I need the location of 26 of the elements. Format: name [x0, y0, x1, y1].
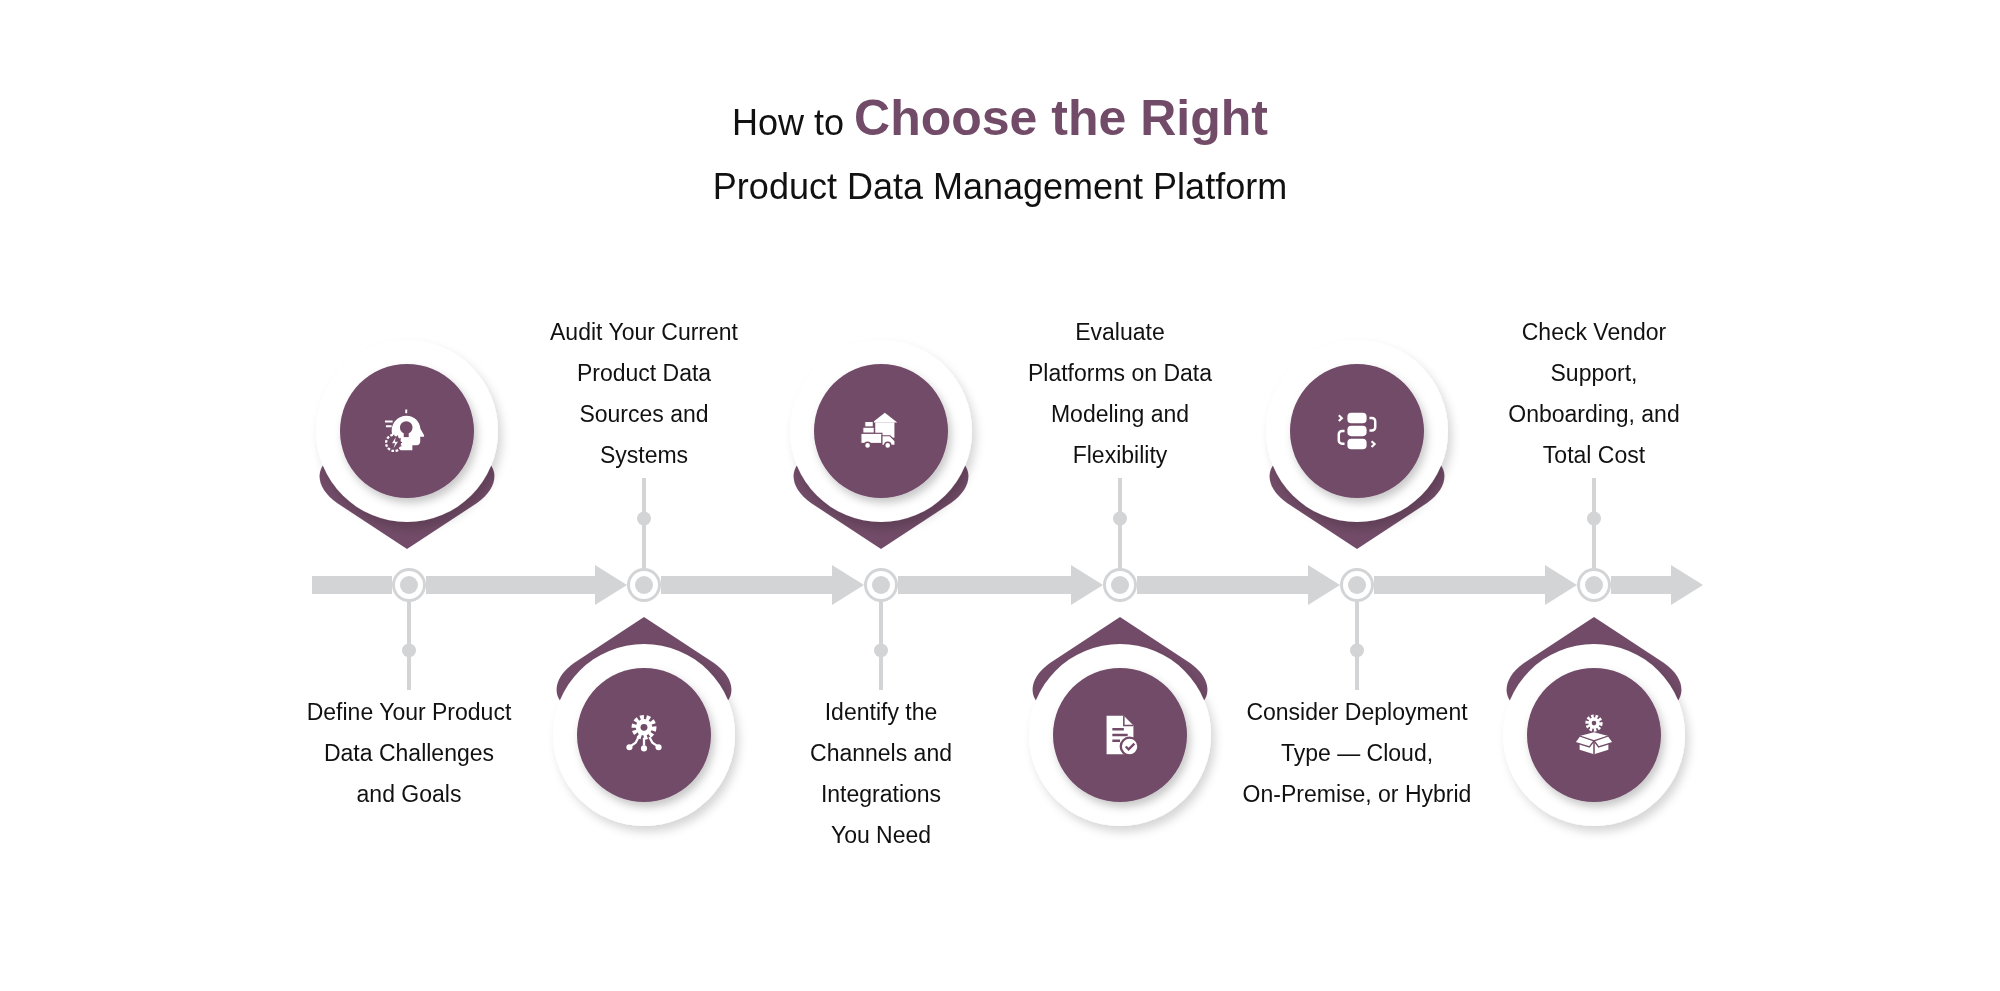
connector-line: [642, 478, 646, 568]
timeline-dot: [1340, 568, 1374, 602]
timeline-arrow: [1611, 565, 1703, 605]
timeline-arrow: [898, 565, 1103, 605]
title: How to Choose the Right Product Data Management Platform: [711, 89, 1289, 209]
timeline-dot: [1577, 568, 1611, 602]
connector-line: [1592, 478, 1596, 568]
timeline-bar: [312, 576, 392, 594]
timeline-dot: [864, 568, 898, 602]
step-text: Check Vendor Support, Onboarding, and Total Cost: [1499, 310, 1689, 478]
connector-line: [407, 602, 411, 690]
timeline-dot: [392, 568, 426, 602]
step-text: Consider Deployment Type — Cloud, On-Premise, or Hybrid: [1237, 690, 1477, 817]
connector-line: [1355, 602, 1359, 690]
timeline-arrow: [1137, 565, 1340, 605]
step-text: Evaluate Platforms on Data Modeling and Flexibility: [1025, 310, 1215, 478]
connector-line: [1118, 478, 1122, 568]
timeline-dot: [627, 568, 661, 602]
timeline-dot: [1103, 568, 1137, 602]
timeline-arrow: [426, 565, 627, 605]
step-text: Identify the Channels and Integrations You Need: [803, 690, 959, 858]
timeline-arrow: [661, 565, 864, 605]
step-text: Define Your Product Data Challenges and Goals: [303, 690, 515, 817]
connector-line: [879, 602, 883, 690]
step-text: Audit Your Current Product Data Sources and Systems: [544, 310, 744, 478]
timeline-arrow: [1374, 565, 1577, 605]
